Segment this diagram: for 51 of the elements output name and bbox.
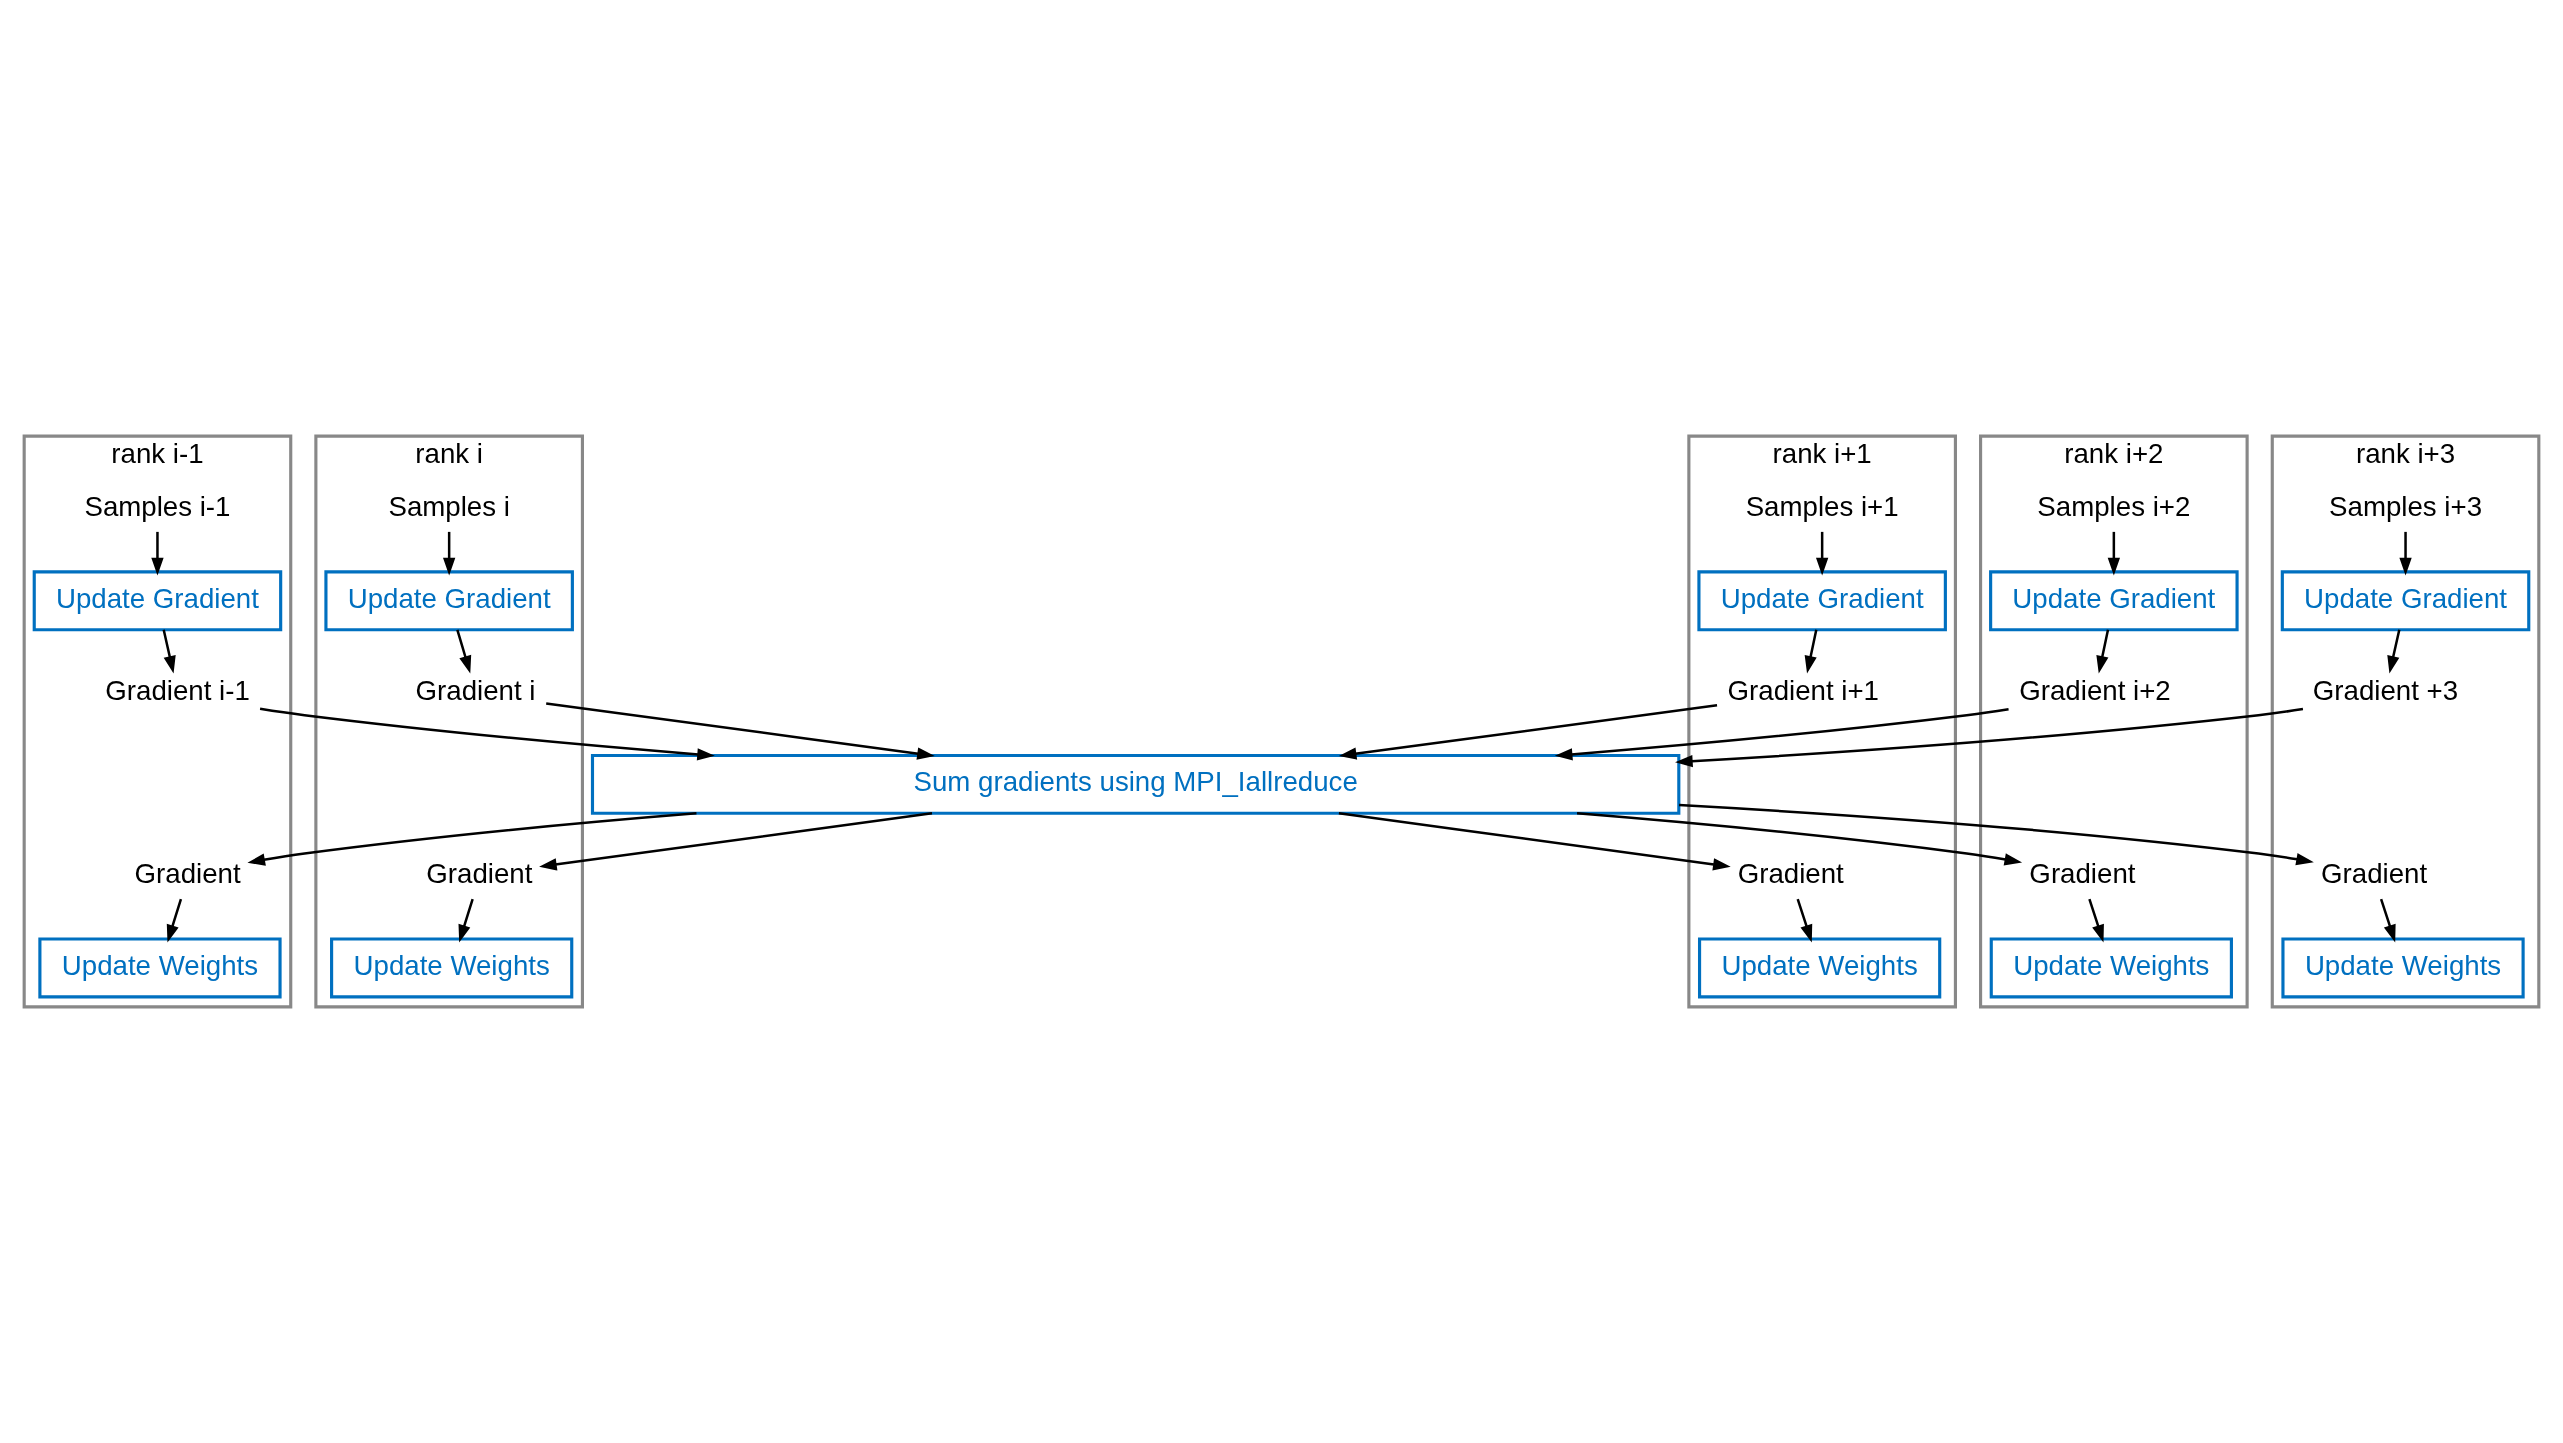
node-box: Update Gradient [324,570,574,632]
node-text: Samples i [388,491,510,523]
node-text: Gradient [2029,858,2136,890]
arrow [1576,812,2023,866]
node-text: Gradient [1737,858,1844,890]
node-box: Sum gradients using MPI_Iallreduce [590,753,1681,815]
arrow [1338,812,1731,871]
arrow [259,707,715,761]
arrow [539,812,933,871]
arrow [1804,629,1818,674]
node-text: Gradient [2321,858,2428,890]
arrow [1675,707,2304,768]
arrow [2379,898,2396,943]
node-text: Gradient i [415,674,536,706]
node-text: Gradient i+2 [2019,674,2171,706]
arrow [458,898,474,943]
arrow [2096,629,2110,674]
node-box: Update Gradient [2280,570,2531,632]
arrow [2387,629,2401,674]
arrow [1554,708,2009,761]
arrow [456,629,472,674]
node-box: Update Weights [38,937,282,999]
arrow [166,898,183,943]
arrow [1678,803,2314,866]
arrow [151,531,164,576]
node-box: Update Weights [2281,937,2525,999]
node-text: Gradient [134,858,241,890]
arrow [162,629,176,674]
node-text: Samples i-1 [84,491,231,523]
node-box: Update Weights [1989,937,2233,999]
node-box: Update Gradient [32,570,283,632]
arrow [546,702,935,760]
arrow [2088,898,2104,943]
node-text: Gradient [426,858,533,890]
node-text: Samples i+3 [2329,491,2483,523]
node-text: Gradient +3 [2312,674,2459,706]
arrow [2107,531,2120,576]
node-box: Update Weights [330,937,574,999]
node-text: Gradient i-1 [105,674,250,706]
arrow [1816,531,1829,576]
arrow [1796,898,1813,943]
node-box: Update Weights [1698,937,1942,999]
arrow [1338,704,1718,760]
node-text: Samples i+1 [1745,491,1899,523]
node-box: Update Gradient [1989,570,2239,632]
arrow [2399,531,2412,576]
node-text: Gradient i+1 [1727,674,1880,706]
arrow [443,531,456,576]
node-text: Samples i+2 [2037,491,2191,523]
node-box: Update Gradient [1697,570,1947,632]
arrow [247,812,697,866]
